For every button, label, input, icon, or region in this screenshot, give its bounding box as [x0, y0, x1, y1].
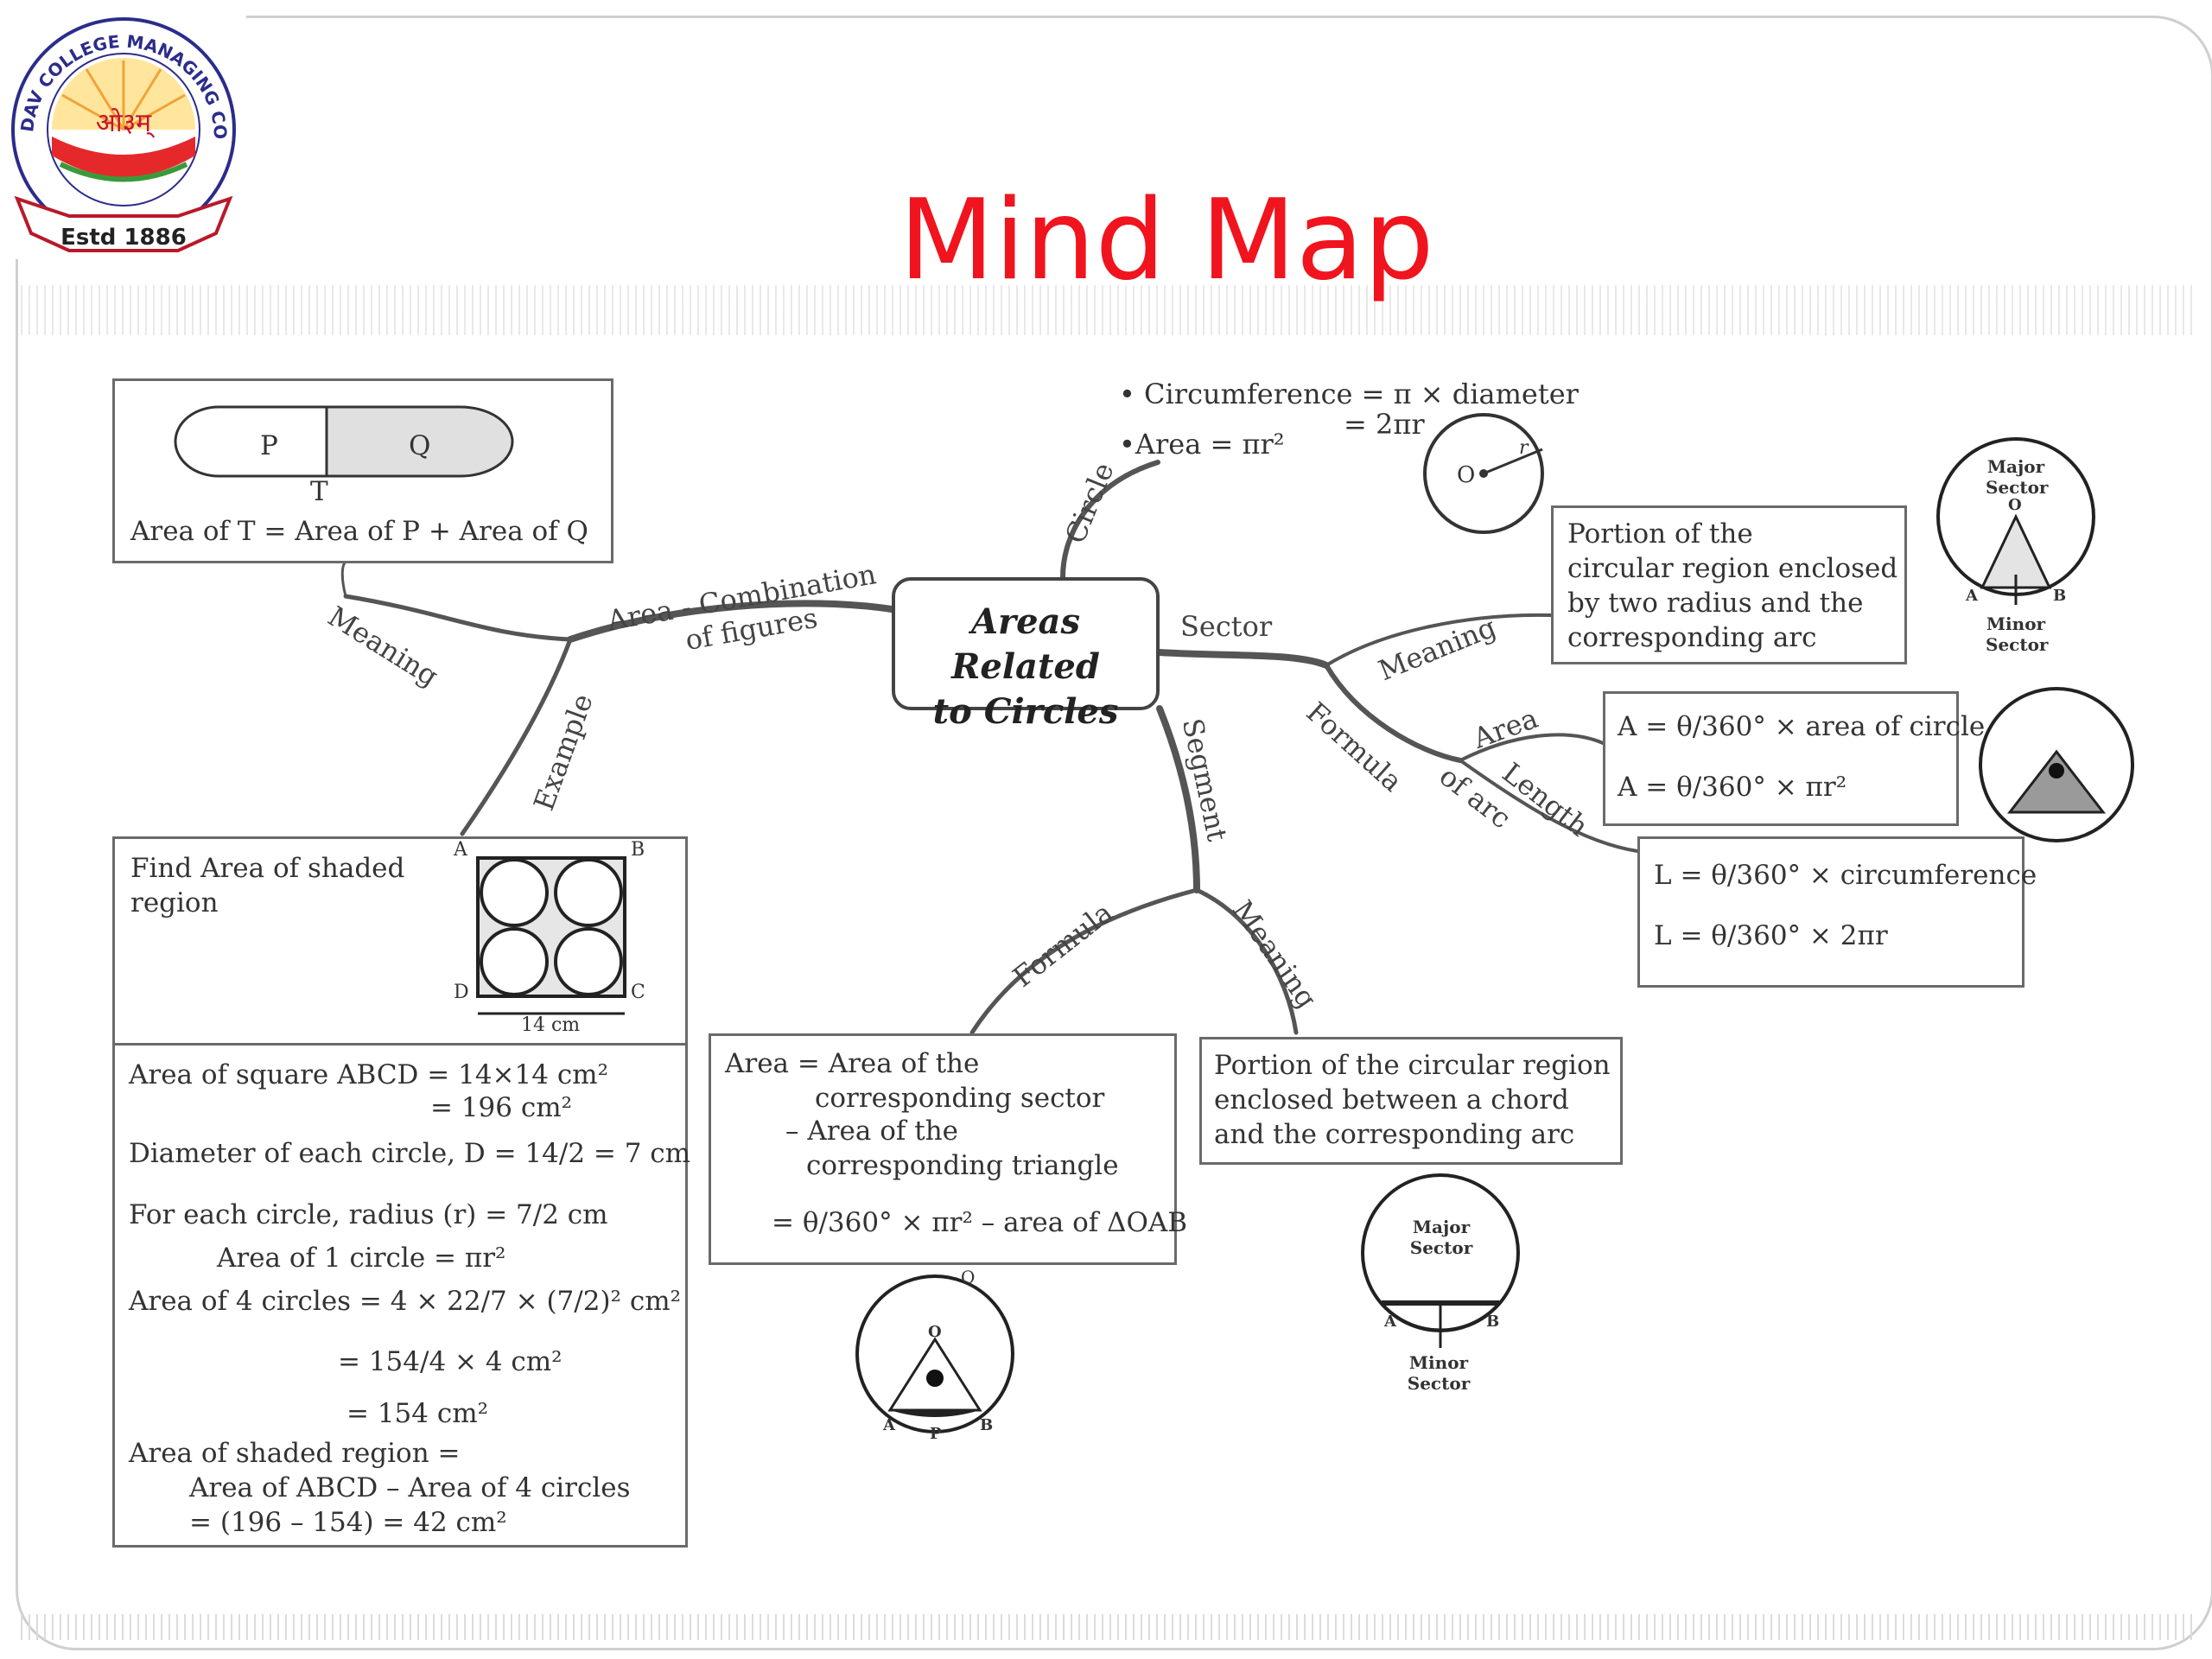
segment-formula-line: – Area of the: [785, 1116, 959, 1147]
solution-line: = 154 cm²: [346, 1398, 489, 1429]
circle-center-label: O: [1457, 462, 1476, 488]
segment-formula-box: Area = Area of the corresponding sector …: [709, 1033, 1187, 1265]
solution-line: Diameter of each circle, D = 14/2 = 7 cm: [129, 1138, 691, 1169]
sector-a-label: A: [1966, 587, 1978, 605]
segment-meaning-box: Portion of the circular region enclosed …: [1199, 1037, 1623, 1165]
sector-major-label: Major Sector: [1986, 456, 2049, 498]
sector-minor-label: Minor Sector: [1986, 613, 2049, 655]
meaning-box: P Q T Area of T = Area of P + Area of Q: [112, 378, 613, 563]
segment-p-label: P: [930, 1425, 942, 1443]
shape-t-label: T: [310, 476, 328, 507]
arc-length-formula: L = θ/360° × 2πr: [1654, 920, 1888, 951]
solution-line: Area of 4 circles = 4 × 22/7 × (7/2)² cm…: [129, 1286, 682, 1317]
slide-title: Mind Map: [899, 176, 1434, 305]
sector-meaning-text: Portion of the circular region enclosed …: [1567, 518, 1898, 653]
circumference-formula: • Circumference = π × diameter: [1119, 378, 1579, 410]
segment-formula-line: corresponding triangle: [806, 1150, 1119, 1181]
solution-line: Area of square ABCD = 14×14 cm²: [129, 1059, 609, 1090]
segment-formula-line: = θ/360° × πr² – area of ΔOAB: [772, 1207, 1188, 1238]
square-corner-c: C: [631, 982, 645, 1003]
segment-a-label: A: [883, 1416, 895, 1434]
decorative-stripe-top: [21, 285, 2198, 335]
segment-chord-b-label: B: [1486, 1313, 1500, 1331]
segment-chord-a-label: A: [1384, 1313, 1396, 1331]
circle-radius-label: r: [1519, 437, 1529, 459]
solution-line: For each circle, radius (r) = 7/2 cm: [129, 1199, 608, 1230]
dav-logo: ओ३म् DAV COLLEGE MANAGING COMMITTEE Estd…: [0, 0, 246, 259]
sector-area-box: A = θ/360° × area of circle A = θ/360° ×…: [1603, 691, 1985, 826]
arc-length-box: L = θ/360° × circumference L = θ/360° × …: [1637, 836, 2037, 988]
sector-area-formula: A = θ/360° × area of circle: [1618, 711, 1986, 742]
shape-q-label: Q: [409, 430, 431, 461]
example-question: Find Area of shaded region: [130, 853, 405, 918]
square-corner-a: A: [454, 839, 467, 861]
segment-formula-line: corresponding sector: [815, 1083, 1105, 1114]
sector-meaning-box: Portion of the circular region enclosed …: [1551, 505, 1907, 664]
solution-line: = 196 cm²: [430, 1092, 573, 1123]
solution-line: Area of shaded region =: [129, 1438, 461, 1469]
solution-line: Area of 1 circle = πr²: [217, 1243, 506, 1274]
square-corner-d: D: [454, 982, 469, 1003]
example-solution-box: Area of square ABCD = 14×14 cm² = 196 cm…: [112, 1043, 691, 1548]
shape-p-label: P: [260, 430, 278, 461]
segment-q-label: Q: [961, 1267, 976, 1287]
solution-line: = 154/4 × 4 cm²: [338, 1346, 563, 1377]
sector-b-label: B: [2053, 587, 2067, 605]
sector-o-label: O: [2008, 496, 2022, 514]
segment-formula-line: Area = Area of the: [725, 1048, 980, 1079]
solution-line: = (196 – 154) = 42 cm²: [189, 1507, 507, 1538]
circle-area-formula: •Area = πr²: [1119, 428, 1285, 461]
segment-minor-label: Minor Sector: [1407, 1352, 1471, 1394]
arc-length-formula: L = θ/360° × circumference: [1654, 860, 2037, 891]
branch-label-sector: Sector: [1180, 610, 1273, 643]
square-corner-b: B: [631, 839, 645, 861]
central-topic: Areas Related to Circles: [892, 577, 1160, 732]
segment-o-label: O: [928, 1323, 942, 1341]
square-side-label: 14 cm: [521, 1014, 581, 1036]
decorative-stripe-bottom: [21, 1614, 2198, 1640]
segment-b-label: B: [980, 1416, 994, 1434]
segment-major-label: Major Sector: [1409, 1217, 1473, 1258]
example-question-box: Find Area of shaded region A B C D 14 cm: [112, 836, 688, 1046]
solution-line: Area of ABCD – Area of 4 circles: [189, 1472, 631, 1503]
circumference-formula-2: = 2πr: [1344, 408, 1425, 441]
svg-text:Estd 1886: Estd 1886: [60, 225, 187, 251]
meaning-text: Area of T = Area of P + Area of Q: [130, 516, 588, 547]
segment-meaning-text: Portion of the circular region enclosed …: [1214, 1050, 1611, 1150]
sector-area-formula: A = θ/360° × πr²: [1618, 772, 1847, 803]
svg-text:ओ३म्: ओ३म्: [96, 108, 155, 138]
